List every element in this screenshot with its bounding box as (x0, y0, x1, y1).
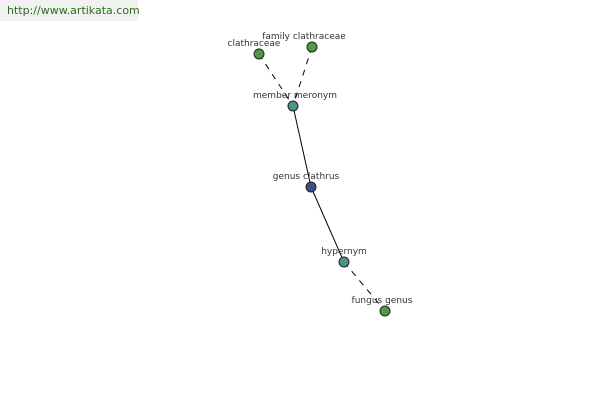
node-label-fungus-genus: fungus genus (352, 296, 413, 306)
node-clathraceae[interactable] (253, 48, 265, 60)
node-hypernym[interactable] (338, 256, 350, 268)
edge-member-meronym-to-genus-clathrus (292, 105, 312, 188)
site-url-link[interactable]: http://www.artikata.com (7, 4, 140, 17)
node-label-family-clathraceae: family clathraceae (262, 32, 346, 42)
edge-family-clathraceae-to-member-meronym (292, 46, 313, 107)
edge-genus-clathrus-to-hypernym (310, 186, 345, 263)
edge-clathraceae-to-member-meronym (258, 53, 294, 107)
node-label-hypernym: hypernym (321, 247, 367, 257)
node-family-clathraceae[interactable] (306, 41, 318, 53)
node-genus-clathrus[interactable] (305, 181, 317, 193)
node-fungus-genus[interactable] (379, 305, 391, 317)
node-label-clathraceae: clathraceae (228, 39, 281, 49)
graph-nodes (253, 41, 391, 317)
node-label-member-meronym: member meronym (253, 91, 337, 101)
site-banner: http://www.artikata.com (0, 0, 140, 21)
edge-hypernym-to-fungus-genus (343, 261, 386, 312)
node-label-genus-clathrus: genus clathrus (273, 172, 340, 182)
node-member-meronym[interactable] (287, 100, 299, 112)
graph-edges (258, 46, 386, 312)
